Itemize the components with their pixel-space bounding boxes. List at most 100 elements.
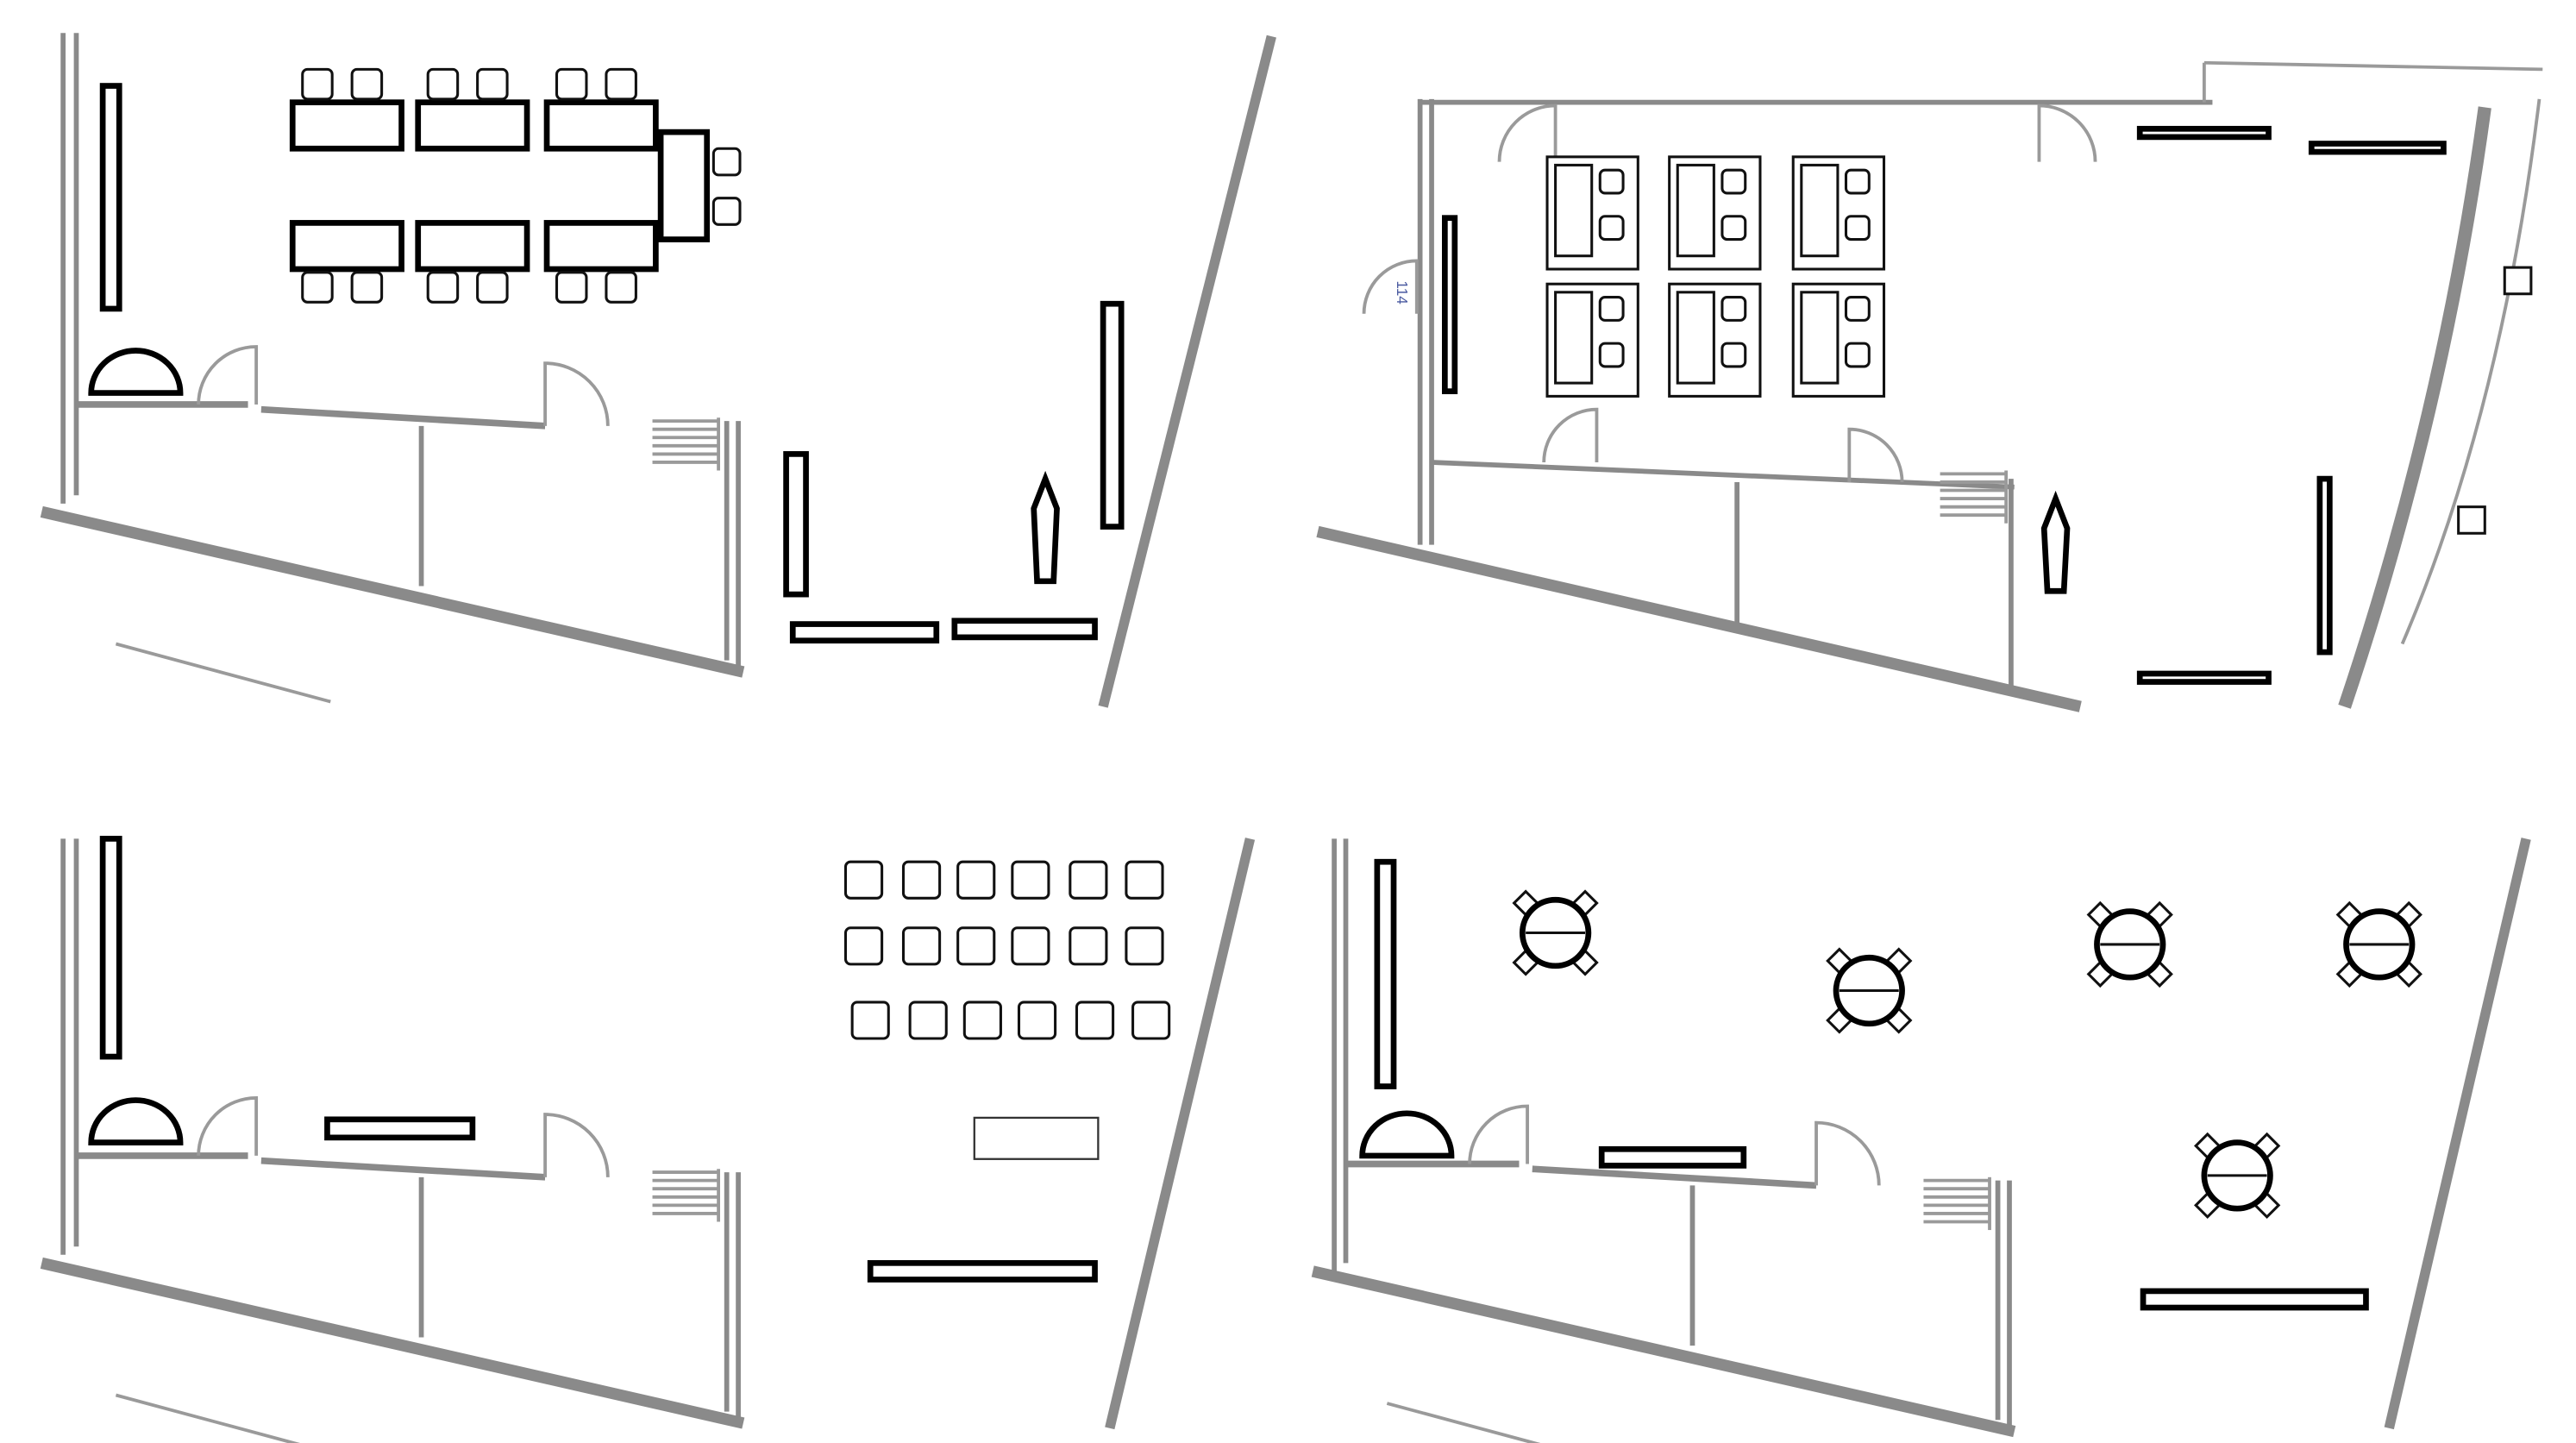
chair [605, 271, 637, 304]
layout-panel-theatre [40, 836, 1256, 1443]
display-panel [99, 836, 122, 1060]
chair [1598, 215, 1625, 242]
curved-wall [2400, 98, 2542, 645]
chair [605, 67, 637, 101]
chair [1844, 168, 1871, 195]
chair [1011, 926, 1050, 966]
signage-totem [1031, 470, 1060, 585]
wall [2384, 838, 2531, 1430]
chair [901, 926, 942, 966]
display-panel [2136, 125, 2272, 141]
chair [843, 860, 884, 900]
chair [350, 271, 384, 304]
chair [301, 67, 334, 101]
chair [850, 1001, 890, 1040]
wall [40, 505, 745, 678]
wall [2203, 60, 2543, 72]
reception-desk [1359, 1110, 1455, 1159]
chair [1720, 168, 1747, 195]
chair [1598, 342, 1625, 368]
table [657, 129, 711, 242]
table [289, 99, 404, 152]
reception-desk [88, 1097, 184, 1145]
chair [1131, 1001, 1171, 1040]
table [1554, 163, 1594, 258]
chair [476, 271, 509, 304]
chair [1844, 296, 1871, 322]
door-swing [1542, 407, 1599, 462]
display-panel [324, 1116, 476, 1141]
reception-desk [88, 348, 184, 396]
door-swing [197, 1096, 259, 1156]
column [2457, 505, 2486, 535]
chair [301, 271, 334, 304]
wall [1532, 1165, 1817, 1189]
chair [476, 67, 509, 101]
door-swing [543, 1113, 610, 1177]
wall [40, 1257, 745, 1429]
display-panel [2316, 475, 2333, 656]
chair [843, 926, 884, 966]
column [2503, 266, 2533, 296]
chair [956, 860, 996, 900]
table [1800, 163, 1840, 258]
table [543, 99, 659, 152]
chair [1598, 168, 1625, 195]
chair [1720, 215, 1747, 242]
table [415, 99, 530, 152]
display-panel [2136, 670, 2272, 685]
display-panel [1100, 300, 1125, 530]
wall [1431, 460, 2015, 490]
door-swing [543, 361, 610, 426]
chair [901, 860, 942, 900]
wall [260, 1157, 546, 1181]
door-swing [2037, 104, 2097, 162]
chair [1125, 926, 1164, 966]
chair [1844, 215, 1871, 242]
layout-panel-cabaret [1311, 838, 2531, 1443]
layout-panel-boardroom [40, 33, 1276, 708]
table [1676, 163, 1715, 258]
chair [956, 926, 996, 966]
table [415, 220, 530, 273]
table [289, 220, 404, 273]
display-panel [1441, 215, 1458, 395]
display-panel [2140, 1288, 2369, 1311]
door-swing [197, 345, 259, 405]
chair [555, 67, 588, 101]
chair [1125, 860, 1164, 900]
door-swing [1814, 1120, 1881, 1186]
wall [115, 642, 331, 704]
door-swing [1497, 104, 1558, 162]
layout-panel-pods: 114 [1316, 60, 2543, 712]
display-panel [1598, 1145, 1747, 1169]
chair [426, 67, 460, 101]
wall [1386, 1402, 1541, 1443]
wall [1105, 838, 1256, 1430]
display-panel [2308, 141, 2447, 155]
table [1800, 291, 1840, 385]
curved-wall [2338, 106, 2491, 709]
table [1676, 291, 1715, 385]
chair [1069, 926, 1108, 966]
chair [1598, 296, 1625, 322]
display-panel [867, 1260, 1098, 1283]
wall [1311, 1265, 2016, 1438]
chair [426, 271, 460, 304]
table [973, 1116, 1100, 1160]
wall [1316, 525, 2082, 712]
chair [1011, 860, 1050, 900]
chair [962, 1001, 1002, 1040]
chair [1720, 296, 1747, 322]
chair [711, 197, 742, 226]
display-panel [783, 451, 809, 598]
chair [711, 147, 742, 177]
door-swing [1468, 1104, 1529, 1164]
table [543, 220, 659, 273]
wall [260, 405, 546, 430]
table [1554, 291, 1594, 385]
display-panel [951, 618, 1098, 641]
display-panel [1374, 858, 1397, 1089]
chair [1844, 342, 1871, 368]
